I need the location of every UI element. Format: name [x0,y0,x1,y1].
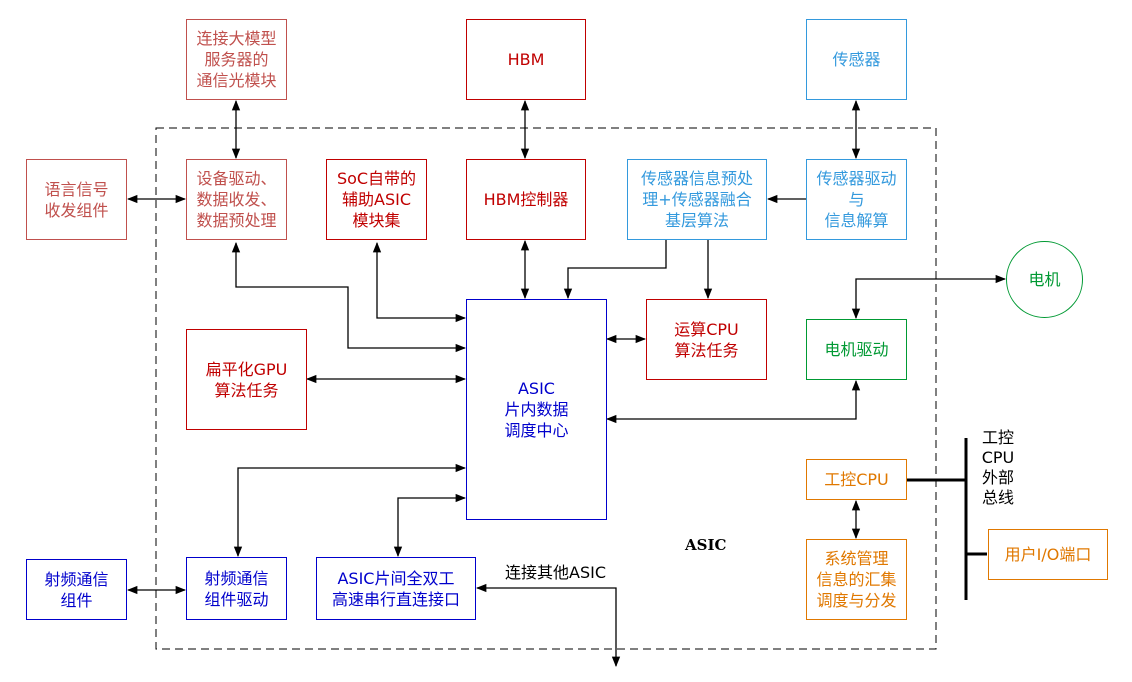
sensor-box: 传感器 [806,19,907,100]
rf-module-box: 射频通信 组件 [26,559,127,620]
ic-cpu-box: 工控CPU [806,459,907,500]
connector-hub-motordriver [605,379,861,424]
hbm-box: HBM [466,19,586,100]
sensor-driver-box: 传感器驱动 与 信息解算 [806,159,907,240]
bus-label: 工控 CPU 外部 总线 [981,428,1015,507]
optical-module-box: 连接大模型 服务器的 通信光模块 [186,19,287,100]
motor-circle: 电机 [1006,241,1083,318]
asic-label: ASIC [685,536,727,554]
hbm-controller-box: HBM控制器 [466,159,586,240]
sys-mgmt-box: 系统管理 信息的汇集 调度与分发 [806,539,907,620]
connector-device-hub [231,241,467,353]
compute-cpu-box: 运算CPU 算法任务 [646,299,767,380]
device-driver-box: 设备驱动、 数据收发、 数据预处理 [186,159,287,240]
connector-preprocess-hub [563,240,667,300]
user-io-box: 用户I/O端口 [988,529,1108,580]
motor-driver-box: 电机驱动 [806,319,907,380]
asic-link-box: ASIC片间全双工 高速串行直连接口 [316,557,476,620]
flat-gpu-box: 扁平化GPU 算法任务 [186,329,307,430]
asic-hub-box: ASIC 片内数据 调度中心 [466,299,607,520]
sensor-preprocess-box: 传感器信息预处 理+传感器融合 基层算法 [627,159,767,240]
connector-asiclink-other [475,583,621,668]
other-asic-label: 连接其他ASIC [505,563,606,582]
connector-hub-asiclink [393,493,467,558]
voice-module-box: 语言信号 收发组件 [26,159,127,240]
soc-asic-box: SoC自带的 辅助ASIC 模块集 [326,159,427,240]
connector-soc-hub [372,241,467,323]
connector-motordriver-motor [851,274,1007,320]
connector-hub-rfdriver [233,463,467,558]
rf-driver-box: 射频通信 组件驱动 [186,557,287,620]
